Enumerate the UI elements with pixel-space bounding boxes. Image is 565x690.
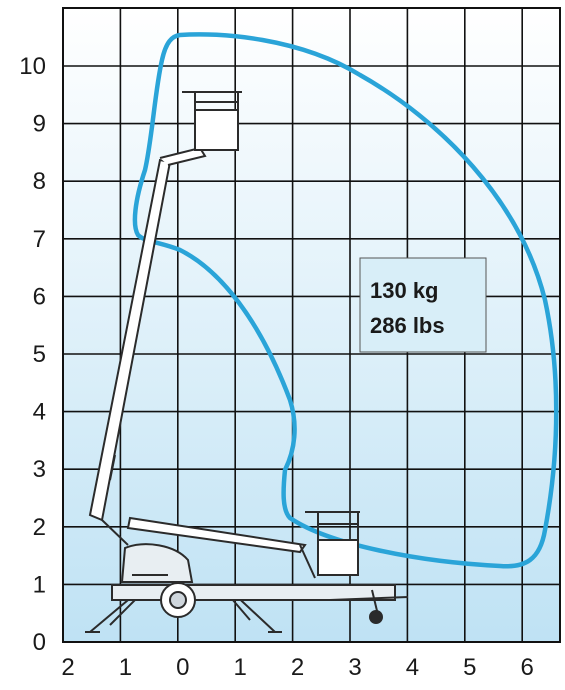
chassis xyxy=(111,584,396,601)
y-tick-label: 4 xyxy=(33,399,46,426)
x-tick-label: 5 xyxy=(463,654,476,681)
y-tick-label: 9 xyxy=(33,111,46,138)
y-tick-label: 0 xyxy=(33,629,46,656)
capacity-kg: 130 kg xyxy=(370,278,439,303)
y-tick-label: 3 xyxy=(33,456,46,483)
x-tick-label: 1 xyxy=(234,654,247,681)
basket-upper xyxy=(194,109,239,151)
capacity-lbs: 286 lbs xyxy=(370,313,445,338)
x-tick-label: 0 xyxy=(176,654,189,681)
x-tick-label: 2 xyxy=(291,654,304,681)
wheel-hub xyxy=(169,591,187,609)
lower-boom xyxy=(126,516,307,554)
working-envelope xyxy=(132,32,559,569)
y-tick-label: 7 xyxy=(33,226,46,253)
basket-lower xyxy=(317,539,359,576)
boom-pivot xyxy=(101,519,129,546)
capacity-label: 130 kg 286 lbs xyxy=(359,257,487,353)
turret xyxy=(120,543,194,583)
aerial-lift-illustration xyxy=(85,91,409,633)
y-tick-label: 5 xyxy=(33,341,46,368)
jib xyxy=(159,146,207,166)
basket-upper-rail xyxy=(182,91,242,110)
x-tick-label: 6 xyxy=(521,654,534,681)
x-tick-label: 2 xyxy=(61,654,74,681)
y-tick-label: 10 xyxy=(19,53,46,80)
x-tick-label: 3 xyxy=(348,654,361,681)
y-tick-label: 8 xyxy=(33,168,46,195)
y-tick-label: 1 xyxy=(33,571,46,598)
basket-lower-rail xyxy=(305,511,360,540)
capacity-box xyxy=(359,257,487,353)
y-axis-labels: 0 1 2 3 4 5 6 7 8 9 10 xyxy=(19,53,46,656)
boom-cylinder xyxy=(109,454,116,481)
towbar xyxy=(329,596,409,601)
x-tick-label: 1 xyxy=(119,654,132,681)
x-tick-label: 4 xyxy=(406,654,419,681)
y-tick-label: 2 xyxy=(33,514,46,541)
jockey-wheel xyxy=(369,610,383,624)
boom-link xyxy=(299,544,316,579)
plot-frame xyxy=(62,7,561,643)
x-axis-labels: 2 1 0 1 2 3 4 5 6 xyxy=(61,654,534,681)
y-tick-label: 6 xyxy=(33,283,46,310)
